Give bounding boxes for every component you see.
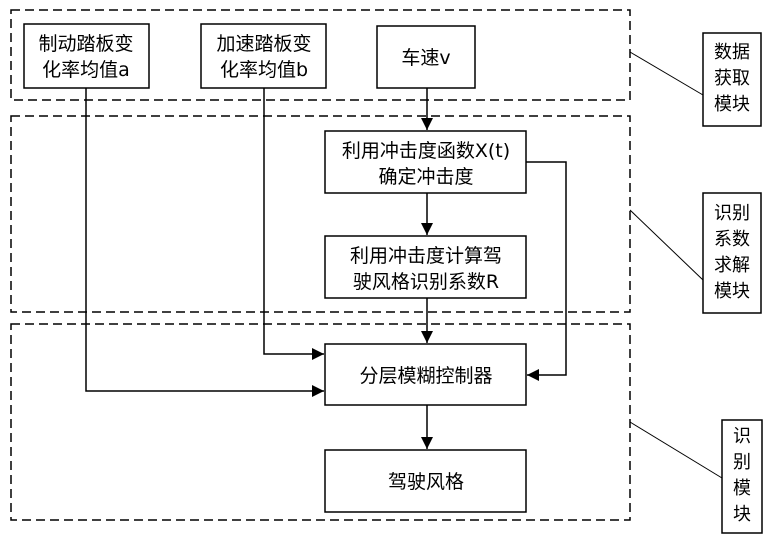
leader-line-ident	[630, 422, 722, 478]
module-ident-line-1: 识	[733, 426, 751, 447]
brake-pedal-label-1: 制动踏板变	[38, 33, 133, 55]
module-ident-line-4: 块	[733, 504, 751, 525]
jerk-function-label-2: 确定冲击度	[378, 166, 473, 188]
module-coef-line-1: 识别	[714, 203, 750, 224]
fuzzy-controller-label: 分层模糊控制器	[359, 365, 492, 387]
module-coef-line-2: 系数	[714, 229, 750, 250]
module-ident-line-3: 模	[733, 478, 751, 499]
driving-style-label: 驾驶风格	[388, 471, 464, 493]
arrow-accel-to-controller	[264, 88, 324, 354]
module-data-line-1: 数据	[714, 42, 750, 63]
leader-line-data	[630, 52, 703, 95]
coefficient-calc-label-1: 利用冲击度计算驾	[350, 245, 502, 267]
module-data-line-2: 获取	[714, 68, 750, 89]
leader-line-coef	[630, 210, 703, 280]
arrow-brake-to-controller	[86, 88, 324, 391]
module-coef-line-3: 求解	[714, 255, 750, 276]
jerk-function-label-1: 利用冲击度函数X(t)	[342, 140, 510, 162]
brake-pedal-label-2: 化率均值a	[42, 59, 130, 81]
module-data-line-3: 模块	[714, 94, 750, 115]
vehicle-speed-label: 车速v	[401, 47, 450, 69]
module-coef-line-4: 模块	[714, 281, 750, 302]
accel-pedal-label-1: 加速踏板变	[216, 33, 311, 55]
coefficient-calc-label-2: 驶风格识别系数R	[353, 271, 499, 293]
coefficient-solving-region	[11, 116, 630, 312]
accel-pedal-label-2: 化率均值b	[220, 59, 308, 81]
arrow-jerk-to-controller	[526, 162, 566, 375]
module-ident-line-2: 别	[733, 452, 751, 473]
